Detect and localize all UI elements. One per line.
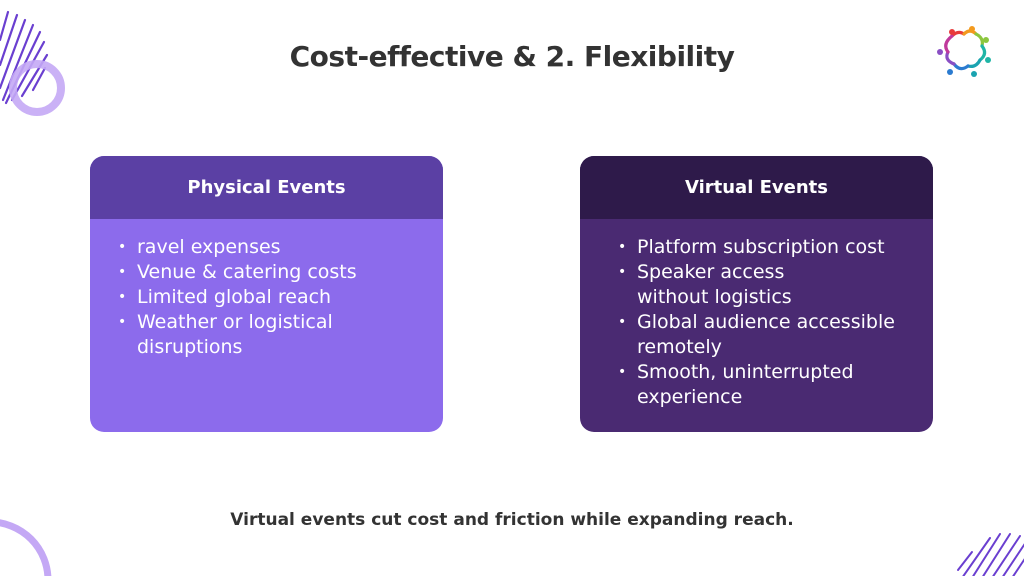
virtual-events-heading: Virtual Events	[580, 156, 933, 219]
virtual-events-card: Virtual Events Platform subscription cos…	[580, 156, 933, 432]
list-item: Weather or logistical disruptions	[118, 310, 367, 360]
list-item: Platform subscription cost	[618, 235, 933, 260]
list-item: Global audience accessible remotely	[618, 310, 927, 360]
slide-title: Cost-effective & 2. Flexibility	[289, 40, 735, 73]
list-item: Smooth, uninterrupted experience	[618, 360, 887, 410]
decor-ring-bottom-left-icon	[0, 519, 52, 576]
physical-events-list: ravel expenses Venue & catering costs Li…	[90, 219, 443, 360]
virtual-events-list: Platform subscription cost Speaker acces…	[580, 219, 933, 410]
physical-events-heading: Physical Events	[90, 156, 443, 219]
decor-stripes-top-left-icon	[0, 10, 65, 116]
list-item: Speaker access without logistics	[618, 260, 827, 310]
physical-events-card: Physical Events ravel expenses Venue & c…	[90, 156, 443, 432]
decor-stripes-bottom-right-icon	[957, 533, 1024, 576]
list-item: ravel expenses	[118, 235, 443, 260]
list-item: Venue & catering costs	[118, 260, 443, 285]
slide-footer-takeaway: Virtual events cut cost and friction whi…	[230, 510, 794, 530]
list-item: Limited global reach	[118, 285, 443, 310]
community-circle-logo-icon	[937, 26, 991, 77]
